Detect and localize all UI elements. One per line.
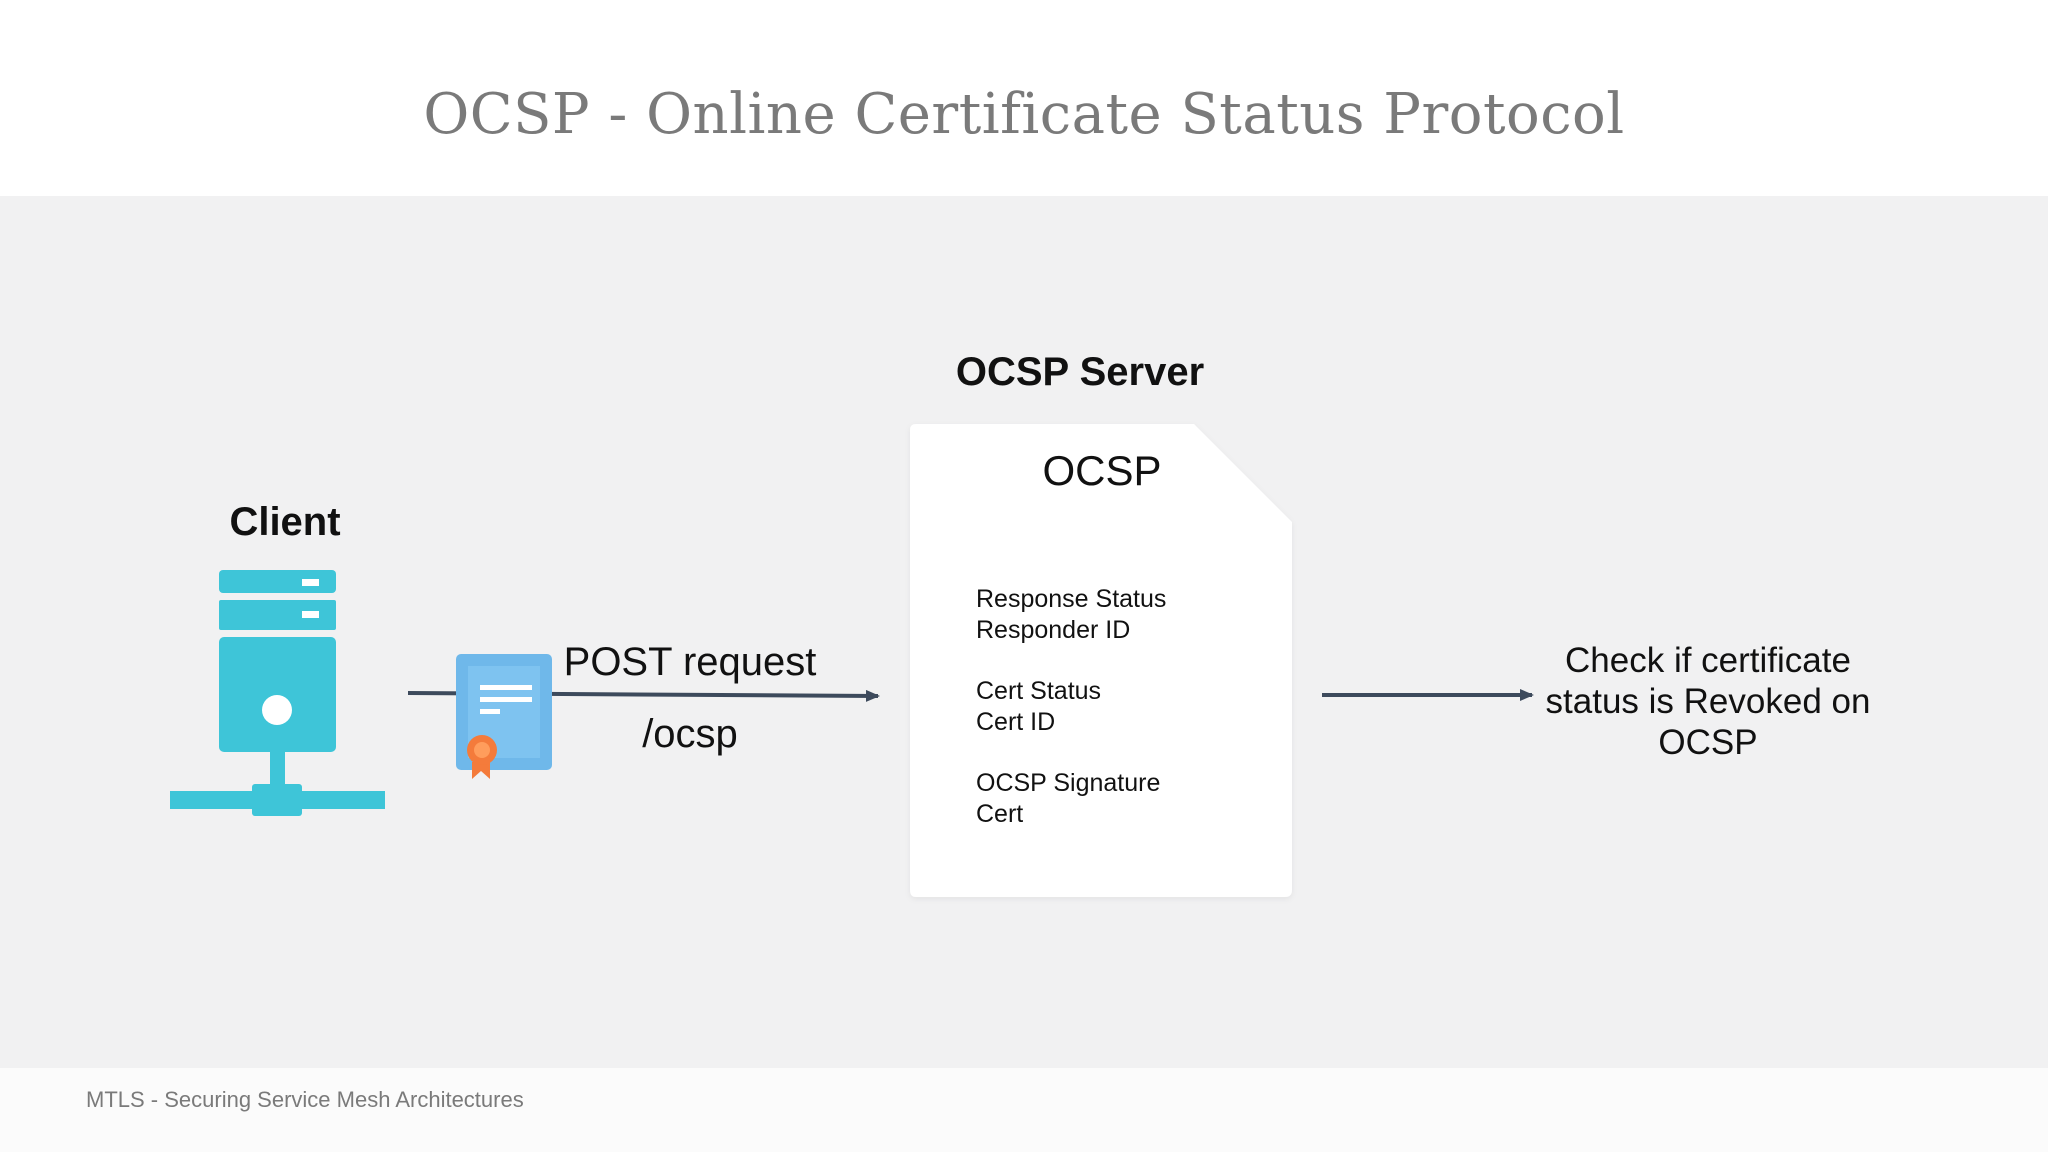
title-bar — [0, 0, 2048, 196]
check-text-line-3: OCSP — [1658, 723, 1758, 762]
revocation-check-text: Check if certificate status is Revoked o… — [1530, 640, 1886, 763]
field-responder-id: Responder ID — [976, 616, 1131, 644]
server-icon — [170, 570, 385, 816]
document-title: OCSP — [1042, 447, 1162, 494]
footer-bar — [0, 1068, 2048, 1152]
ocsp-server-label: OCSP Server — [955, 350, 1205, 394]
footer-text: MTLS - Securing Service Mesh Architectur… — [86, 1087, 524, 1112]
field-cert-status: Cert Status — [976, 677, 1102, 705]
client-label: Client — [229, 500, 341, 544]
check-text-line-1: Check if certificate — [1565, 641, 1851, 680]
field-cert-id: Cert ID — [976, 708, 1056, 736]
ocsp-document — [910, 424, 1292, 897]
slide-title: OCSP - Online Certificate Status Protoco… — [423, 82, 1625, 147]
certificate-icon — [456, 654, 552, 779]
field-cert: Cert — [976, 800, 1024, 828]
post-request-label: POST request — [563, 640, 817, 684]
field-response-status: Response Status — [976, 585, 1167, 613]
ocsp-path-label: /ocsp — [642, 712, 738, 756]
field-ocsp-signature: OCSP Signature — [976, 769, 1161, 797]
check-text-line-2: status is Revoked on — [1545, 682, 1871, 721]
